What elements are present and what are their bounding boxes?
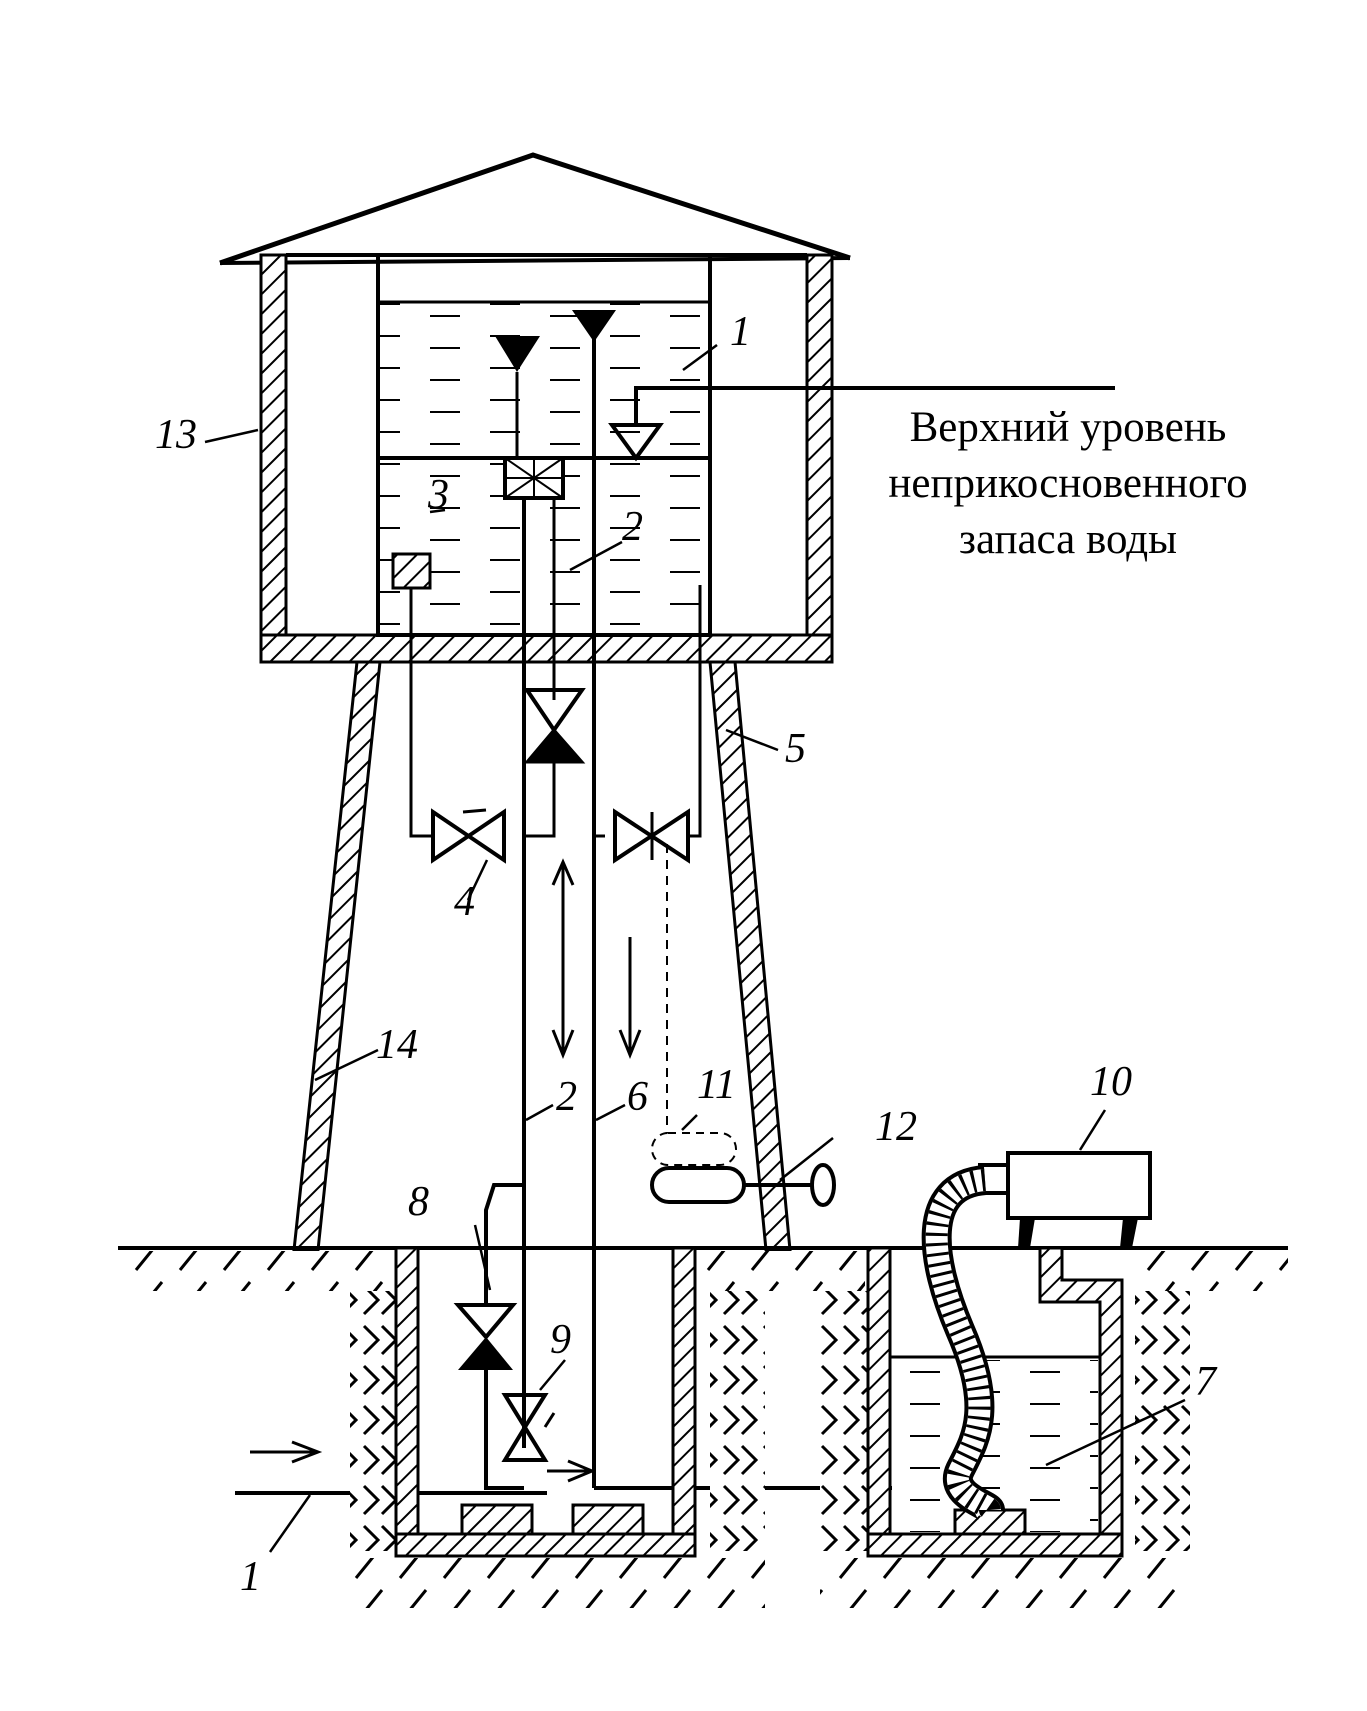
ground: [118, 1246, 1288, 1291]
pipes: [235, 310, 938, 1495]
label-pipe2-top: 2: [622, 504, 643, 550]
pit: [350, 1246, 765, 1608]
label-reservoir: 7: [1195, 1359, 1218, 1405]
label-tower: 14: [376, 1022, 418, 1068]
valve-4: [431, 808, 506, 864]
label-tank: 1: [730, 309, 751, 355]
valve-right: [613, 808, 690, 864]
label-housing: 13: [155, 412, 197, 458]
caption-line-2: неприкосновенного: [888, 460, 1248, 507]
roof: [219, 152, 851, 266]
label-inlet: 1: [240, 1554, 261, 1600]
valve-9: [501, 1393, 556, 1462]
pump: [978, 1151, 1152, 1248]
label-valve4: 4: [454, 879, 475, 925]
caption-line-3: запаса воды: [958, 516, 1178, 563]
label-valve8: 8: [408, 1179, 429, 1225]
label-pump: 10: [1090, 1059, 1132, 1105]
label-sensor: 3: [427, 472, 449, 518]
label-pipe6: 6: [627, 1074, 648, 1120]
flow-arrows: [250, 858, 642, 1483]
label-float-dashed: 11: [697, 1062, 736, 1108]
reservoir: [820, 1246, 1190, 1608]
valve-8: [453, 1303, 518, 1370]
level-sensor: [391, 552, 433, 838]
label-overflow: 5: [785, 726, 806, 772]
float-12: [650, 1163, 836, 1207]
label-valve9: 9: [550, 1317, 571, 1363]
label-pipe2-bottom: 2: [556, 1074, 577, 1120]
strainer: [503, 456, 565, 500]
callout-labels: 1 2 3 13 5 4 14 2 6 11 12 10 8 9 7 1: [155, 309, 1218, 1600]
leader-lines: [204, 343, 1186, 1553]
caption-line-1: Верхний уровень: [909, 404, 1227, 451]
suction-hose: [921, 1165, 1005, 1525]
float-11-dashed: [651, 1132, 737, 1166]
label-float: 12: [875, 1104, 917, 1150]
reserve-level-caption: Верхний уровень неприкосновенного запаса…: [838, 400, 1298, 568]
valve-main-top: [523, 688, 586, 764]
